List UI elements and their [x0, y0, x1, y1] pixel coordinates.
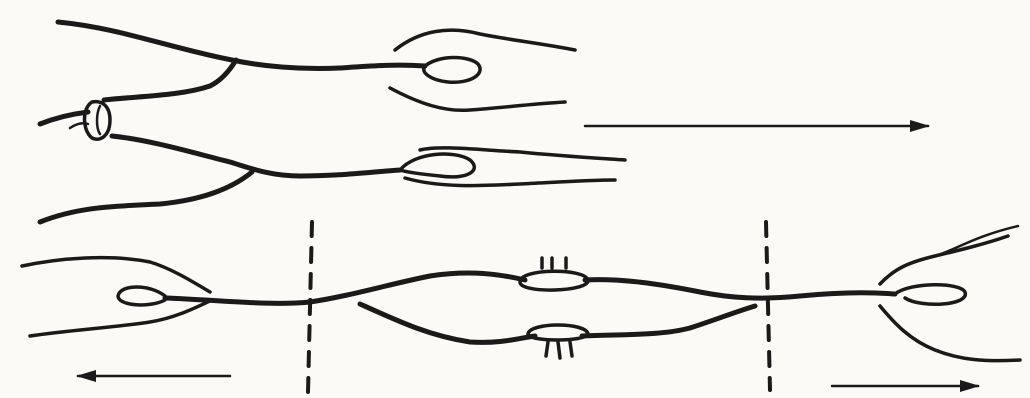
upper-right-top-fork: [395, 30, 575, 50]
left-ring-inner: [97, 106, 100, 134]
upper-right-bottom-fork: [390, 88, 565, 110]
bottom-panel: [22, 222, 1020, 392]
central-strand-right: [585, 280, 895, 298]
central-lower-arc-right: [582, 306, 755, 336]
lower-strand-inner: [112, 136, 400, 176]
right-end-top-tail: [935, 226, 1018, 256]
central-strand-main: [165, 273, 525, 303]
bottom-bubble-prong-1: [546, 342, 548, 356]
right-end-bottom-strand: [880, 306, 1020, 361]
top-bubble: [520, 271, 588, 290]
right-end-loop: [895, 285, 965, 305]
left-end-loop: [118, 287, 165, 305]
upper-strand-inner: [104, 60, 236, 100]
top-panel: [40, 22, 928, 222]
lower-right-bottom-fork: [405, 178, 615, 186]
upper-loop: [424, 58, 480, 83]
dashed-separator-right: [766, 222, 770, 390]
lower-loop: [400, 154, 474, 177]
lower-strand-outer: [40, 172, 252, 222]
bottom-bubble: [528, 325, 588, 340]
left-end-top-strand: [22, 258, 210, 292]
bottom-bubble-prong-3: [570, 342, 572, 356]
dashed-separator-left: [308, 222, 312, 392]
right-end-top-strand: [880, 236, 1008, 284]
bottom-bubble-prong-2: [558, 342, 560, 358]
central-lower-arc: [360, 304, 535, 342]
left-end-bottom-strand: [30, 300, 212, 336]
upper-strand-outer: [58, 22, 425, 69]
